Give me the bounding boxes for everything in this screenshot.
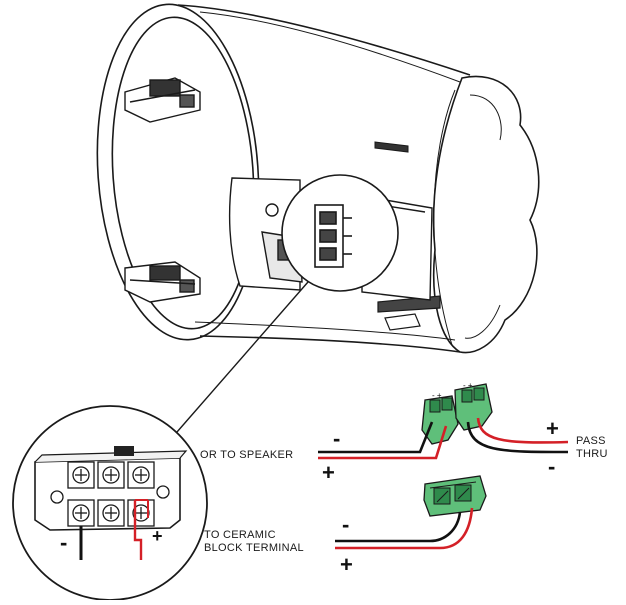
speaker-minus-sign: - bbox=[333, 426, 340, 451]
wire-speaker-positive bbox=[318, 425, 448, 460]
ceramic-minus-sign: - bbox=[342, 512, 349, 537]
can-top-edge bbox=[177, 4, 471, 76]
block-mount-hole-left bbox=[50, 490, 64, 504]
svg-text:- +: - + bbox=[463, 381, 473, 390]
wire-passthru-positive bbox=[476, 417, 569, 444]
wire-ceramic-positive bbox=[335, 507, 474, 550]
ceramic-plus-sign: + bbox=[340, 552, 353, 577]
front-flange-outer bbox=[96, 3, 260, 341]
connector-ceramic bbox=[423, 475, 487, 517]
block-wire-positive bbox=[133, 500, 143, 560]
terminal-row-top bbox=[67, 461, 155, 489]
block-minus-sign: - bbox=[60, 530, 67, 555]
mounting-clip-top bbox=[124, 77, 201, 123]
speaker-enclosure bbox=[96, 3, 540, 354]
rear-vent-slot bbox=[374, 141, 409, 153]
label-thru: THRU bbox=[576, 448, 608, 460]
wire-passthru-negative bbox=[466, 421, 569, 454]
label-or-to-speaker: OR TO SPEAKER bbox=[200, 449, 293, 461]
connector-pair-top: - + - + bbox=[421, 381, 493, 445]
connector-mini-signs: - + bbox=[432, 391, 442, 400]
label-to-ceramic: TO CERAMIC bbox=[204, 529, 276, 541]
speaker-plus-sign: + bbox=[322, 460, 335, 485]
rear-cap bbox=[432, 75, 540, 354]
label-block-terminal: BLOCK TERMINAL bbox=[204, 542, 304, 554]
jumper-strap bbox=[114, 446, 134, 456]
terminal-row-bottom bbox=[67, 499, 155, 527]
block-plus-sign: + bbox=[152, 526, 163, 546]
passthru-plus-sign: + bbox=[546, 416, 559, 441]
passthru-minus-sign: - bbox=[548, 454, 555, 479]
can-bottom-edge bbox=[199, 335, 461, 353]
side-clip bbox=[377, 295, 441, 331]
wire-speaker-negative bbox=[318, 421, 434, 454]
callout-circle-large bbox=[12, 405, 208, 601]
wire-ceramic-negative bbox=[335, 511, 462, 543]
callout-circle-small bbox=[281, 174, 399, 292]
block-mount-hole-right bbox=[156, 485, 170, 499]
callout-leader-line bbox=[169, 281, 309, 441]
mounting-clip-bottom bbox=[124, 261, 201, 303]
label-pass: PASS bbox=[576, 435, 606, 447]
front-flange-inner bbox=[111, 16, 255, 330]
